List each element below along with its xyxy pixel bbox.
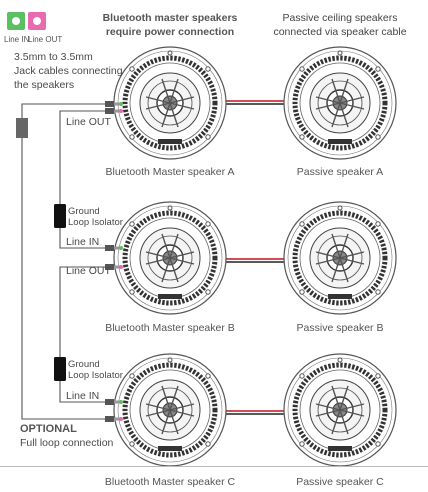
optional-loop-cable [21, 103, 112, 420]
optional-cable-plug [16, 118, 28, 138]
passive-header-line-1: Passive ceiling speakers [282, 12, 398, 24]
isolator-2-label-line-1: Ground [68, 359, 100, 370]
port-label-c-in: Line IN [66, 390, 100, 402]
port-label-b-in: Line IN [66, 236, 100, 248]
speaker-cable-c [225, 410, 285, 415]
bottom-divider [0, 466, 428, 467]
master-speaker-a [114, 47, 226, 159]
cable-note-line-3: the speakers [14, 79, 75, 91]
line-out-swatch [28, 12, 46, 30]
line-in-swatch [7, 12, 25, 30]
passive-header: Passive ceiling speakers connected via s… [265, 11, 415, 39]
passive-speaker-a [284, 47, 396, 159]
isolator-1-label-line-2: Loop Isolator [68, 217, 123, 228]
passive-header-line-2: connected via speaker cable [273, 26, 407, 38]
connector-a-out [105, 101, 123, 114]
master-speaker-b [114, 202, 226, 314]
jack-cable-a-to-b [59, 110, 112, 249]
isolator-2-label-line-2: Loop Isolator [68, 370, 123, 381]
caption-passive-a: Passive speaker A [296, 166, 384, 178]
master-header-line-1: Bluetooth master speakers [102, 12, 238, 24]
passive-speaker-b [284, 202, 396, 314]
caption-passive-c: Passive speaker C [296, 476, 384, 488]
ground-loop-isolator-1 [54, 204, 66, 228]
isolator-1-label-line-1: Ground [68, 206, 100, 217]
caption-master-a: Bluetooth Master speaker A [105, 166, 235, 178]
caption-master-c: Bluetooth Master speaker C [104, 476, 236, 488]
connector-c [105, 399, 123, 422]
legend-line-out-label: Line OUT [28, 35, 63, 44]
ground-loop-isolator-2 [54, 357, 66, 381]
cable-note-line-2: Jack cables connecting [14, 65, 123, 77]
optional-description: Full loop connection [20, 437, 114, 449]
port-label-b-out: Line OUT [66, 265, 111, 277]
master-header-line-2: require power connection [105, 26, 235, 38]
legend-line-in-label: Line IN [4, 35, 30, 44]
master-header: Bluetooth master speakers require power … [95, 11, 245, 39]
master-speaker-c [114, 354, 226, 466]
port-label-a-out: Line OUT [66, 116, 111, 128]
passive-speaker-c [284, 354, 396, 466]
caption-passive-b: Passive speaker B [296, 322, 384, 334]
speaker-cable-b [225, 258, 285, 263]
connector-b [105, 245, 123, 270]
cable-note-line-1: 3.5mm to 3.5mm [14, 51, 93, 63]
jack-cable-b-to-c [59, 266, 112, 403]
caption-master-b: Bluetooth Master speaker B [105, 322, 235, 334]
optional-title: OPTIONAL [20, 423, 77, 435]
speaker-cable-a [225, 100, 285, 105]
